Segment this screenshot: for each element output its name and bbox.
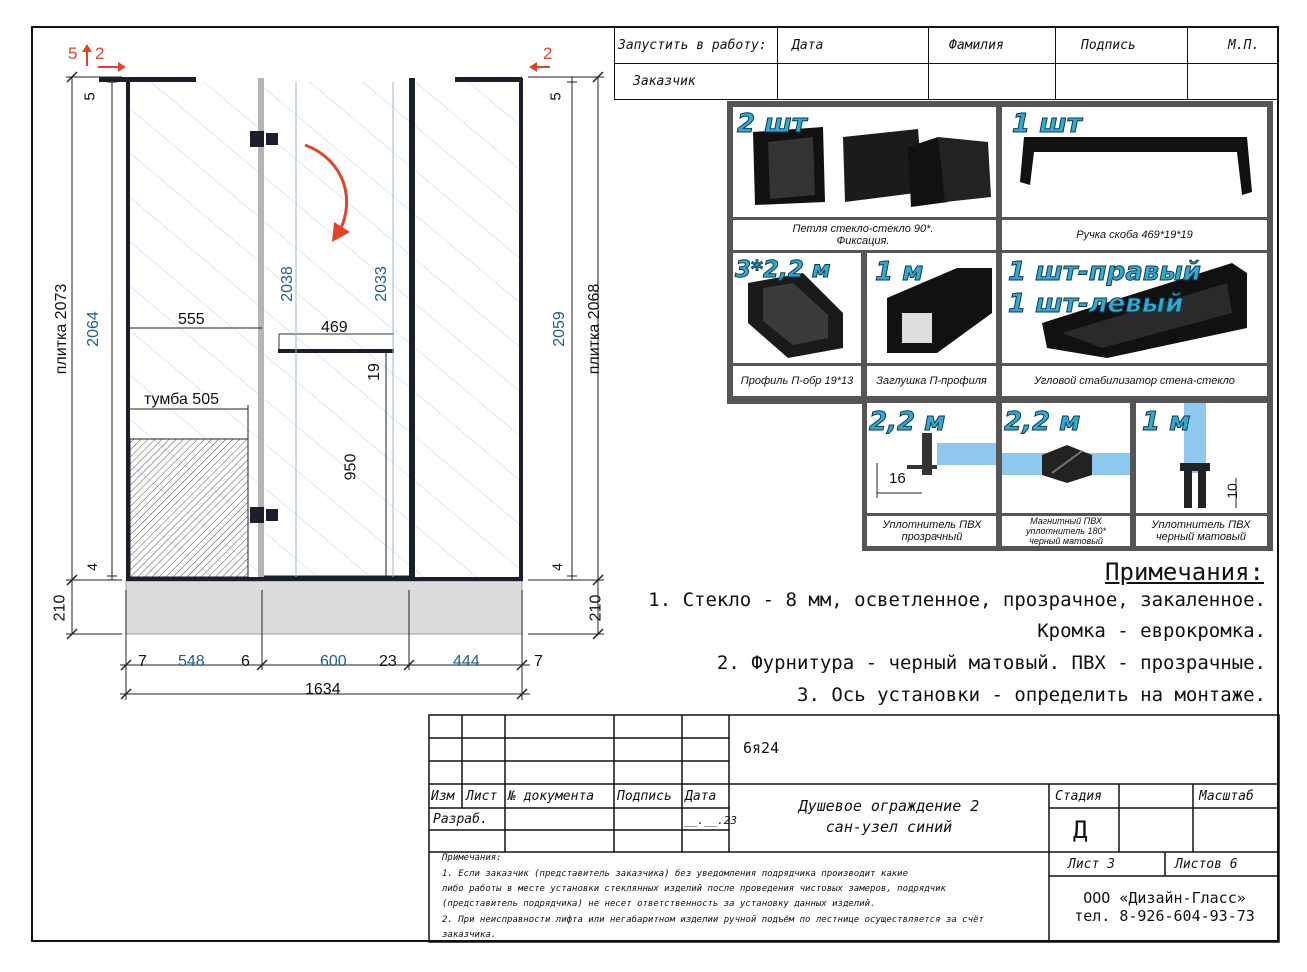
note-line-3: 2. Фурнитура - черный матовый. ПВХ - про… xyxy=(716,652,1266,674)
doc-code: 6я24 xyxy=(743,739,780,757)
mark-left-top: 5 xyxy=(68,44,78,63)
stage-value: Д xyxy=(1073,816,1088,844)
hdr-date: Дата xyxy=(685,789,717,804)
product-seal-magnet: 2,2 м xyxy=(1002,403,1130,513)
caption-cell-seal-magnet: Магнитный ПВХ уплотнитель 180* черный ма… xyxy=(1002,516,1130,546)
seal-magnet-image xyxy=(1002,445,1130,483)
dim-b444: 444 xyxy=(453,653,480,670)
product-profile: 3*2,2 м xyxy=(733,253,861,363)
company-phone: тел. 8-926-604-93-73 xyxy=(1074,907,1255,925)
hdr-sign: Подпись xyxy=(617,789,672,804)
dim-total: 1634 xyxy=(305,681,341,698)
col-sign: Подпись xyxy=(1055,27,1188,64)
qty-endcap: 1 м xyxy=(874,257,924,288)
dim-b7b: 7 xyxy=(534,653,543,670)
caption-profile: Профиль П-обр 19*13 xyxy=(740,375,854,387)
mark-right-arrow: 2 xyxy=(543,44,553,63)
qty-hinge: 2 шт xyxy=(737,109,808,140)
hdr-list: Лист xyxy=(466,789,498,804)
seal-clear-image xyxy=(876,433,996,498)
fine-note-2: либо работы в месте установки стеклянных… xyxy=(442,884,946,894)
caption-endcap: Заглушка П-профиля xyxy=(876,375,987,387)
qty-handle: 1 шт xyxy=(1012,109,1083,140)
stabilizer-image xyxy=(1042,263,1247,358)
dim-469: 469 xyxy=(321,319,348,336)
note-line-1: 1. Стекло - 8 мм, осветленное, прозрачно… xyxy=(648,589,1266,611)
seal-clear-dim: 16 xyxy=(889,470,906,487)
customer-label: Заказчик xyxy=(614,63,778,100)
qty-profile: 3*2,2 м xyxy=(735,257,832,284)
endcap-image xyxy=(887,268,992,353)
col-stamp: М.П. xyxy=(1187,27,1279,64)
product-stabilizer: 1 шт-правый 1 шт-левый xyxy=(1002,253,1267,363)
qty-seal-clear: 2,2 м xyxy=(868,407,946,438)
qty-stabilizer-right: 1 шт-правый xyxy=(1008,257,1202,288)
qty-stabilizer-left: 1 шт-левый xyxy=(1007,289,1184,320)
sheet-count: Листов 6 xyxy=(1175,857,1238,872)
product-endcap: 1 м xyxy=(867,253,996,363)
caption-cell-stabilizer: Угловой стабилизатор стена-стекло xyxy=(1002,366,1267,396)
launch-label: Запустить в работу: xyxy=(614,27,778,64)
hinge-image xyxy=(753,127,991,207)
fine-note-1: 1. Если заказчик (представитель заказчик… xyxy=(442,869,908,879)
dim-cabinet: тумба 505 xyxy=(144,391,219,408)
caption-seal-black: Уплотнитель ПВХ черный матовый xyxy=(1151,519,1251,543)
dim-b7a: 7 xyxy=(138,653,147,670)
notes-title: Примечания: xyxy=(1105,558,1264,586)
handle-image xyxy=(1020,137,1252,195)
company-name: ООО «Дизайн-Гласс» xyxy=(1083,889,1246,907)
razrab-label: Разраб. xyxy=(433,812,488,827)
razrab-date: __.__.23 xyxy=(684,814,737,827)
title-line-1: Душевое ограждение 2 xyxy=(798,797,980,815)
fine-notes-title: Примечания: xyxy=(442,853,502,863)
fine-note-4: 2. При неисправности лифта или негабарит… xyxy=(442,915,984,925)
caption-cell-endcap: Заглушка П-профиля xyxy=(867,366,996,396)
qty-seal-magnet: 2,2 м xyxy=(1003,407,1081,438)
dim-b6: 6 xyxy=(241,653,250,670)
mark-left-arrow: 2 xyxy=(95,44,105,63)
fine-note-5: заказчика. xyxy=(442,930,497,940)
caption-seal-magnet: Магнитный ПВХ уплотнитель 180* черный ма… xyxy=(1025,516,1107,546)
qty-seal-black: 1 м xyxy=(1141,407,1191,438)
dim-b23: 23 xyxy=(379,653,397,670)
caption-cell-seal-black: Уплотнитель ПВХ черный матовый xyxy=(1136,516,1267,546)
caption-seal-clear: Уплотнитель ПВХ прозрачный xyxy=(882,519,982,543)
dim-b600: 600 xyxy=(320,653,347,670)
hdr-doc: № документа xyxy=(508,789,595,804)
hdr-izm: Изм xyxy=(431,789,455,804)
fine-note-3: (представитель подрядчика) не несет отве… xyxy=(442,899,876,909)
col-date: Дата xyxy=(777,27,929,64)
caption-cell-handle: Ручка скоба 469*19*19 xyxy=(1002,220,1267,250)
note-line-2: Кромка - еврокромка. xyxy=(1037,620,1266,642)
product-handle: 1 шт xyxy=(1002,107,1267,217)
caption-cell-profile: Профиль П-обр 19*13 xyxy=(733,366,861,396)
product-hinge: 2 шт xyxy=(733,107,996,217)
note-line-4: 3. Ось установки - определить на монтаже… xyxy=(797,684,1266,706)
caption-stabilizer: Угловой стабилизатор стена-стекло xyxy=(1034,375,1235,387)
col-surname: Фамилия xyxy=(928,27,1056,64)
caption-handle: Ручка скоба 469*19*19 xyxy=(1076,229,1193,241)
profile-image xyxy=(748,273,843,358)
dim-b548: 548 xyxy=(178,653,205,670)
sheet-number: Лист 3 xyxy=(1068,857,1115,872)
stage-label: Стадия xyxy=(1055,789,1102,804)
product-seal-black: 1 м 10 xyxy=(1136,403,1267,513)
title-line-2: сан-узел синий xyxy=(825,818,953,836)
seal-black-image xyxy=(1180,403,1237,508)
caption-cell-seal-clear: Уплотнитель ПВХ прозрачный xyxy=(867,516,996,546)
caption-hinge: Петля стекло-стекло 90*. Фиксация. xyxy=(792,223,934,247)
product-seal-clear: 2,2 м 16 xyxy=(867,403,996,513)
caption-cell-hinge: Петля стекло-стекло 90*. Фиксация. xyxy=(733,220,996,250)
approval-table: Запустить в работу: Дата Фамилия Подпись… xyxy=(614,27,1279,100)
scale-label: Масштаб xyxy=(1199,789,1254,804)
dim-555: 555 xyxy=(178,311,205,328)
